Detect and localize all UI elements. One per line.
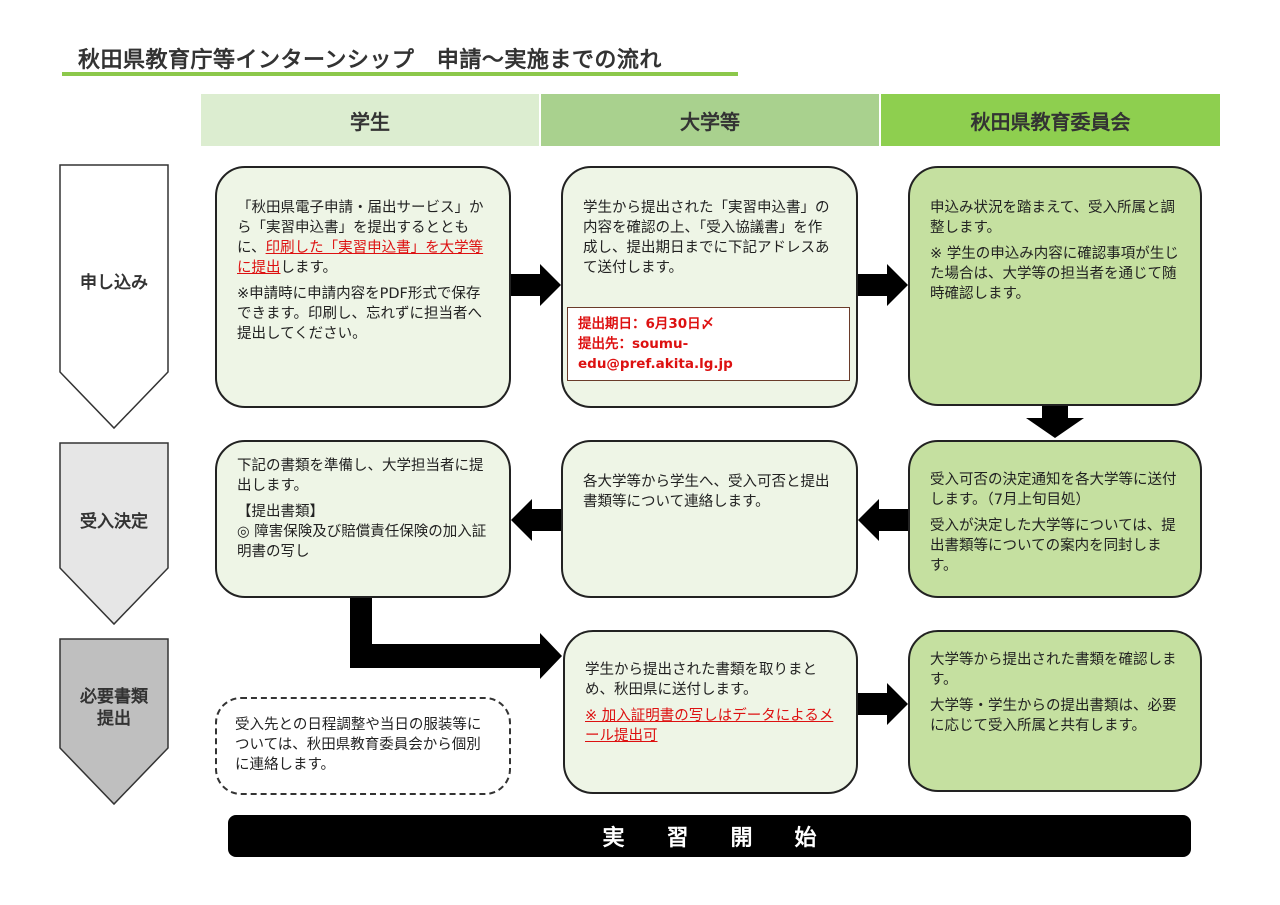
- stage-chevron-apply: [59, 164, 169, 430]
- arrow-right-1: [511, 264, 561, 306]
- board-decide-note: 受入が決定した大学等については、提出書類等についての案内を同封します。: [930, 518, 1176, 574]
- column-header-board: 秋田県教育委員会: [881, 94, 1220, 146]
- column-header-student: 学生: [201, 94, 539, 146]
- university-submit-text: 学生から提出された書類を取りまとめ、秋田県に送付します。: [585, 662, 817, 698]
- arrow-left-1: [858, 499, 908, 541]
- student-apply-text: 「秋田県電子申請・届出サービス」から「実習申込書」を提出するとともに、印刷した「…: [237, 200, 484, 276]
- university-submit-note: ※ 加入証明書の写しはデータによるメール提出可: [585, 708, 834, 744]
- page-title: 秋田県教育庁等インターンシップ 申請～実施までの流れ: [78, 48, 662, 73]
- student-decide-text: 下記の書類を準備し、大学担当者に提出します。: [237, 458, 484, 494]
- university-decide-box: 各大学等から学生へ、受入可否と提出書類等について連絡します。: [561, 440, 858, 598]
- university-decide-text: 各大学等から学生へ、受入可否と提出書類等について連絡します。: [583, 474, 830, 510]
- student-decide-heading: 【提出書類】: [237, 504, 324, 520]
- board-decide-text: 受入可否の決定通知を各大学等に送付します。（7月上旬目処）: [930, 472, 1177, 508]
- university-submit-box: 学生から提出された書類を取りまとめ、秋田県に送付します。 ※ 加入証明書の写しは…: [563, 630, 858, 794]
- internship-start-bar: 実習開始: [228, 815, 1191, 857]
- student-decide-box: 下記の書類を準備し、大学担当者に提出します。 【提出書類】 ◎ 障害保険及び賠償…: [215, 440, 511, 598]
- title-underline: [62, 72, 738, 76]
- board-apply-box: 申込み状況を踏まえて、受入所属と調整します。 ※ 学生の申込み内容に確認事項が生…: [908, 166, 1202, 406]
- board-decide-box: 受入可否の決定通知を各大学等に送付します。（7月上旬目処） 受入が決定した大学等…: [908, 440, 1202, 598]
- stage-label-decide: 受入決定: [80, 512, 148, 532]
- arrow-elbow: [350, 598, 562, 679]
- university-apply-text: 学生から提出された「実習申込書」の内容を確認の上、「受入協議書」を作成し、提出期…: [583, 200, 830, 276]
- student-apply-note: ※申請時に申請内容をPDF形式で保存できます。印刷し、忘れずに担当者へ提出してく…: [237, 286, 483, 342]
- board-apply-text: 申込み状況を踏まえて、受入所属と調整します。: [930, 200, 1176, 236]
- student-decide-document: ◎ 障害保険及び賠償責任保険の加入証明書の写し: [237, 524, 487, 560]
- board-submit-note: 大学等・学生からの提出書類は、必要に応じて受入所属と共有します。: [930, 698, 1177, 734]
- board-submit-text: 大学等から提出された書類を確認します。: [930, 652, 1177, 688]
- arrow-right-2: [858, 264, 908, 306]
- stage-label-submit: 必要書類提出: [80, 687, 148, 729]
- board-submit-box: 大学等から提出された書類を確認します。 大学等・学生からの提出書類は、必要に応じ…: [908, 630, 1202, 792]
- arrow-down: [1026, 406, 1084, 438]
- column-header-university: 大学等: [541, 94, 879, 146]
- stage-label-apply: 申し込み: [80, 273, 148, 293]
- deadline-address[interactable]: 提出先：soumu-edu@pref.akita.lg.jp: [578, 336, 733, 372]
- stage-chevron-submit: [59, 638, 169, 806]
- student-apply-emphasis: 印刷した「実習申込書」を大学等に提出: [237, 240, 484, 276]
- deadline-date: 提出期日：6月30日〆: [578, 316, 715, 332]
- arrow-right-3: [858, 683, 908, 725]
- student-apply-box: 「秋田県電子申請・届出サービス」から「実習申込書」を提出するとともに、印刷した「…: [215, 166, 511, 408]
- arrow-left-2: [511, 499, 561, 541]
- stage-chevron-decide: [59, 442, 169, 626]
- deadline-box: 提出期日：6月30日〆 提出先：soumu-edu@pref.akita.lg.…: [567, 307, 850, 381]
- contact-note-box: 受入先との日程調整や当日の服装等については、秋田県教育委員会から個別に連絡します…: [215, 697, 511, 795]
- board-apply-note: ※ 学生の申込み内容に確認事項が生じた場合は、大学等の担当者を通じて随時確認しま…: [930, 246, 1179, 302]
- contact-note-text: 受入先との日程調整や当日の服装等については、秋田県教育委員会から個別に連絡します…: [235, 717, 482, 773]
